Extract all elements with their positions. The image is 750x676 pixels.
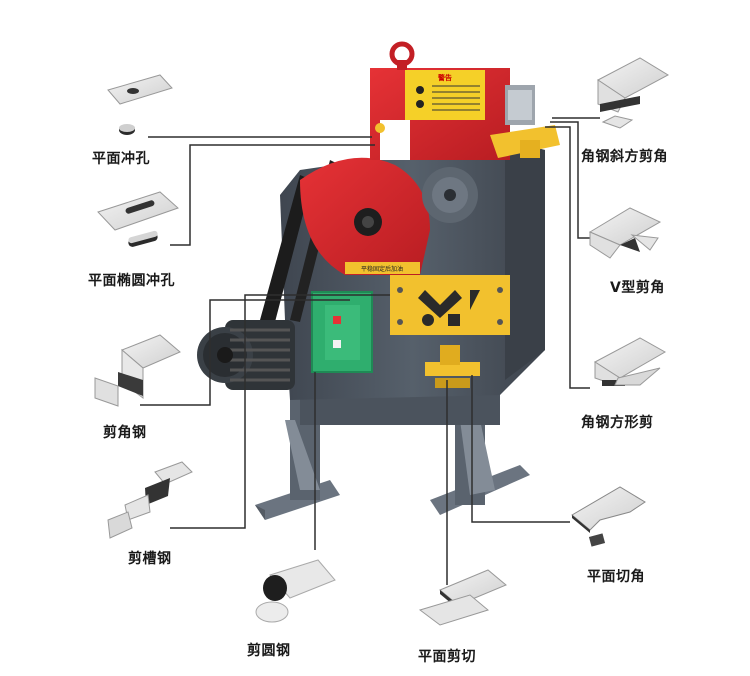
label-flat-punch: 平面冲孔 [92, 151, 150, 167]
punch-head: 警告 [370, 41, 535, 160]
leader-line-cut-channel [170, 294, 390, 529]
label-angle-square-shear: 角钢方形剪 [581, 415, 654, 431]
label-v-notch: V型剪角 [610, 280, 665, 296]
flat-shear-blade [425, 345, 480, 388]
label-cut-channel-steel: 剪槽钢 [128, 551, 172, 567]
leader-line-angle-square [545, 126, 590, 389]
leader-line-flat-corner [471, 375, 570, 523]
label-cut-round-steel: 剪圆钢 [247, 643, 291, 659]
flat-corner-cut-sample [571, 486, 646, 547]
electric-motor [197, 320, 295, 390]
leader-lines [140, 117, 600, 585]
angle-notch-fixture [490, 125, 560, 158]
channel-steel-sample [107, 461, 193, 539]
label-flat-shear: 平面剪切 [418, 649, 476, 665]
gear-wheel [422, 167, 478, 223]
round-steel-sample [255, 559, 336, 623]
leader-line-cut-angle [140, 299, 350, 406]
leader-line-oval-punch [170, 144, 375, 246]
machine-base [255, 395, 530, 520]
angle-bevel-notch-sample [597, 57, 670, 129]
ironworker-machine: 平稳固定后加油 警告 [197, 41, 560, 520]
leader-line-v-notch [550, 121, 590, 239]
oval-punch-sample [97, 191, 179, 247]
shear-station [390, 275, 510, 335]
warning-sticker-title: 警告 [438, 73, 452, 82]
angle-square-shear-sample [594, 337, 667, 386]
label-flat-corner-cut: 平面切角 [587, 569, 645, 585]
label-cut-angle-steel: 剪角钢 [103, 425, 147, 441]
control-box [311, 291, 373, 373]
flywheel-plate-text: 平稳固定后加油 [361, 265, 403, 273]
label-angle-bevel-notch: 角钢斜方剪角 [581, 149, 668, 165]
flat-punch-sample [107, 74, 173, 135]
label-oval-punch: 平面椭圆冲孔 [88, 273, 175, 289]
flat-shear-sample [418, 569, 507, 626]
angle-steel-sample [94, 334, 181, 407]
flywheel-guard: 平稳固定后加油 [300, 157, 430, 275]
v-notch-sample [588, 207, 662, 259]
